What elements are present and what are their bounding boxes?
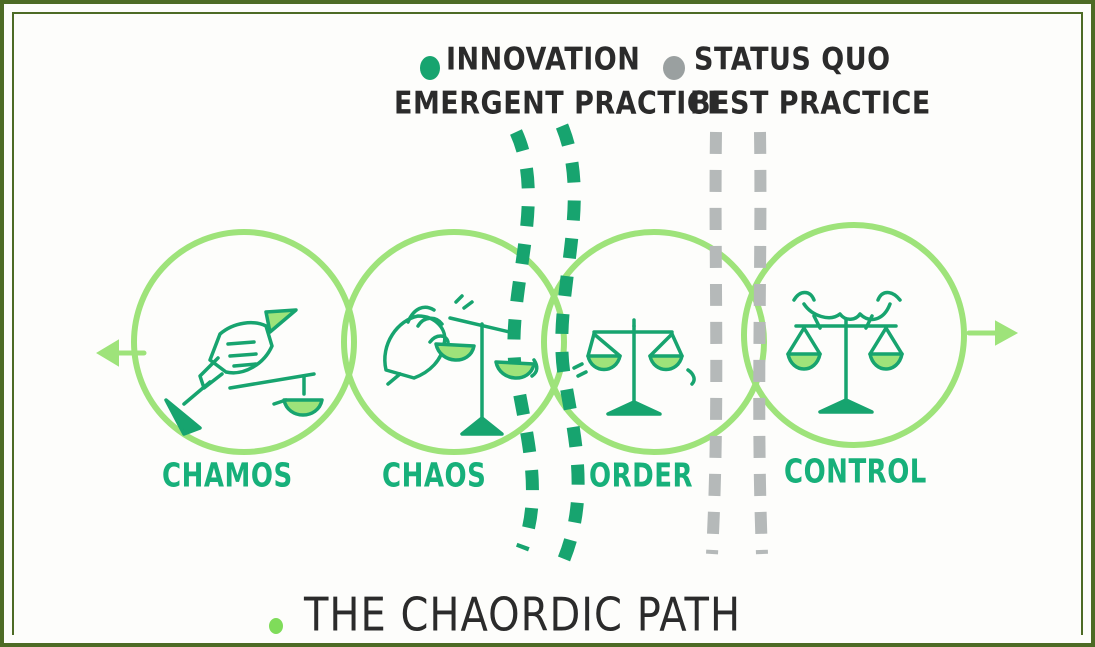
- stage-label-chamos: CHAMOS: [162, 457, 293, 495]
- hand-shaking-scale-icon: [383, 294, 539, 436]
- stage-circle-control: [741, 222, 967, 448]
- innovation-boundary-left: [507, 129, 539, 552]
- diagram-title: THE CHAORDIC PATH: [304, 589, 742, 642]
- hands-gripping-scale-icon: [786, 290, 904, 414]
- chaordic-diagram: [96, 56, 1019, 634]
- hand-tilting-scale-icon: [164, 308, 324, 436]
- stage-label-order: ORDER: [589, 457, 693, 495]
- status-quo-dot-icon: [663, 56, 685, 80]
- status-quo-boundary-right: [753, 131, 768, 555]
- stage-label-chaos: CHAOS: [382, 457, 487, 495]
- left-arrow-icon: [96, 339, 147, 367]
- innovation-boundary-right: [555, 123, 585, 562]
- innovation-dot-icon: [420, 56, 440, 80]
- status-quo-boundary-left: [706, 131, 723, 555]
- stage-circle-order: [541, 229, 767, 455]
- right-arrow-icon: [966, 320, 1019, 346]
- best-practice-label: BEST PRACTICE: [690, 85, 931, 122]
- status-quo-label: STATUS QUO: [694, 41, 891, 78]
- stage-circle-chamos: [131, 229, 357, 455]
- emergent-practice-label: EMERGENT PRACTICE: [394, 85, 727, 122]
- innovation-label: INNOVATION: [446, 41, 641, 78]
- title-dot-icon: [269, 618, 283, 634]
- balanced-scale-icon: [572, 318, 696, 416]
- stage-circle-chaos: [341, 229, 567, 455]
- stage-label-control: CONTROL: [784, 453, 927, 491]
